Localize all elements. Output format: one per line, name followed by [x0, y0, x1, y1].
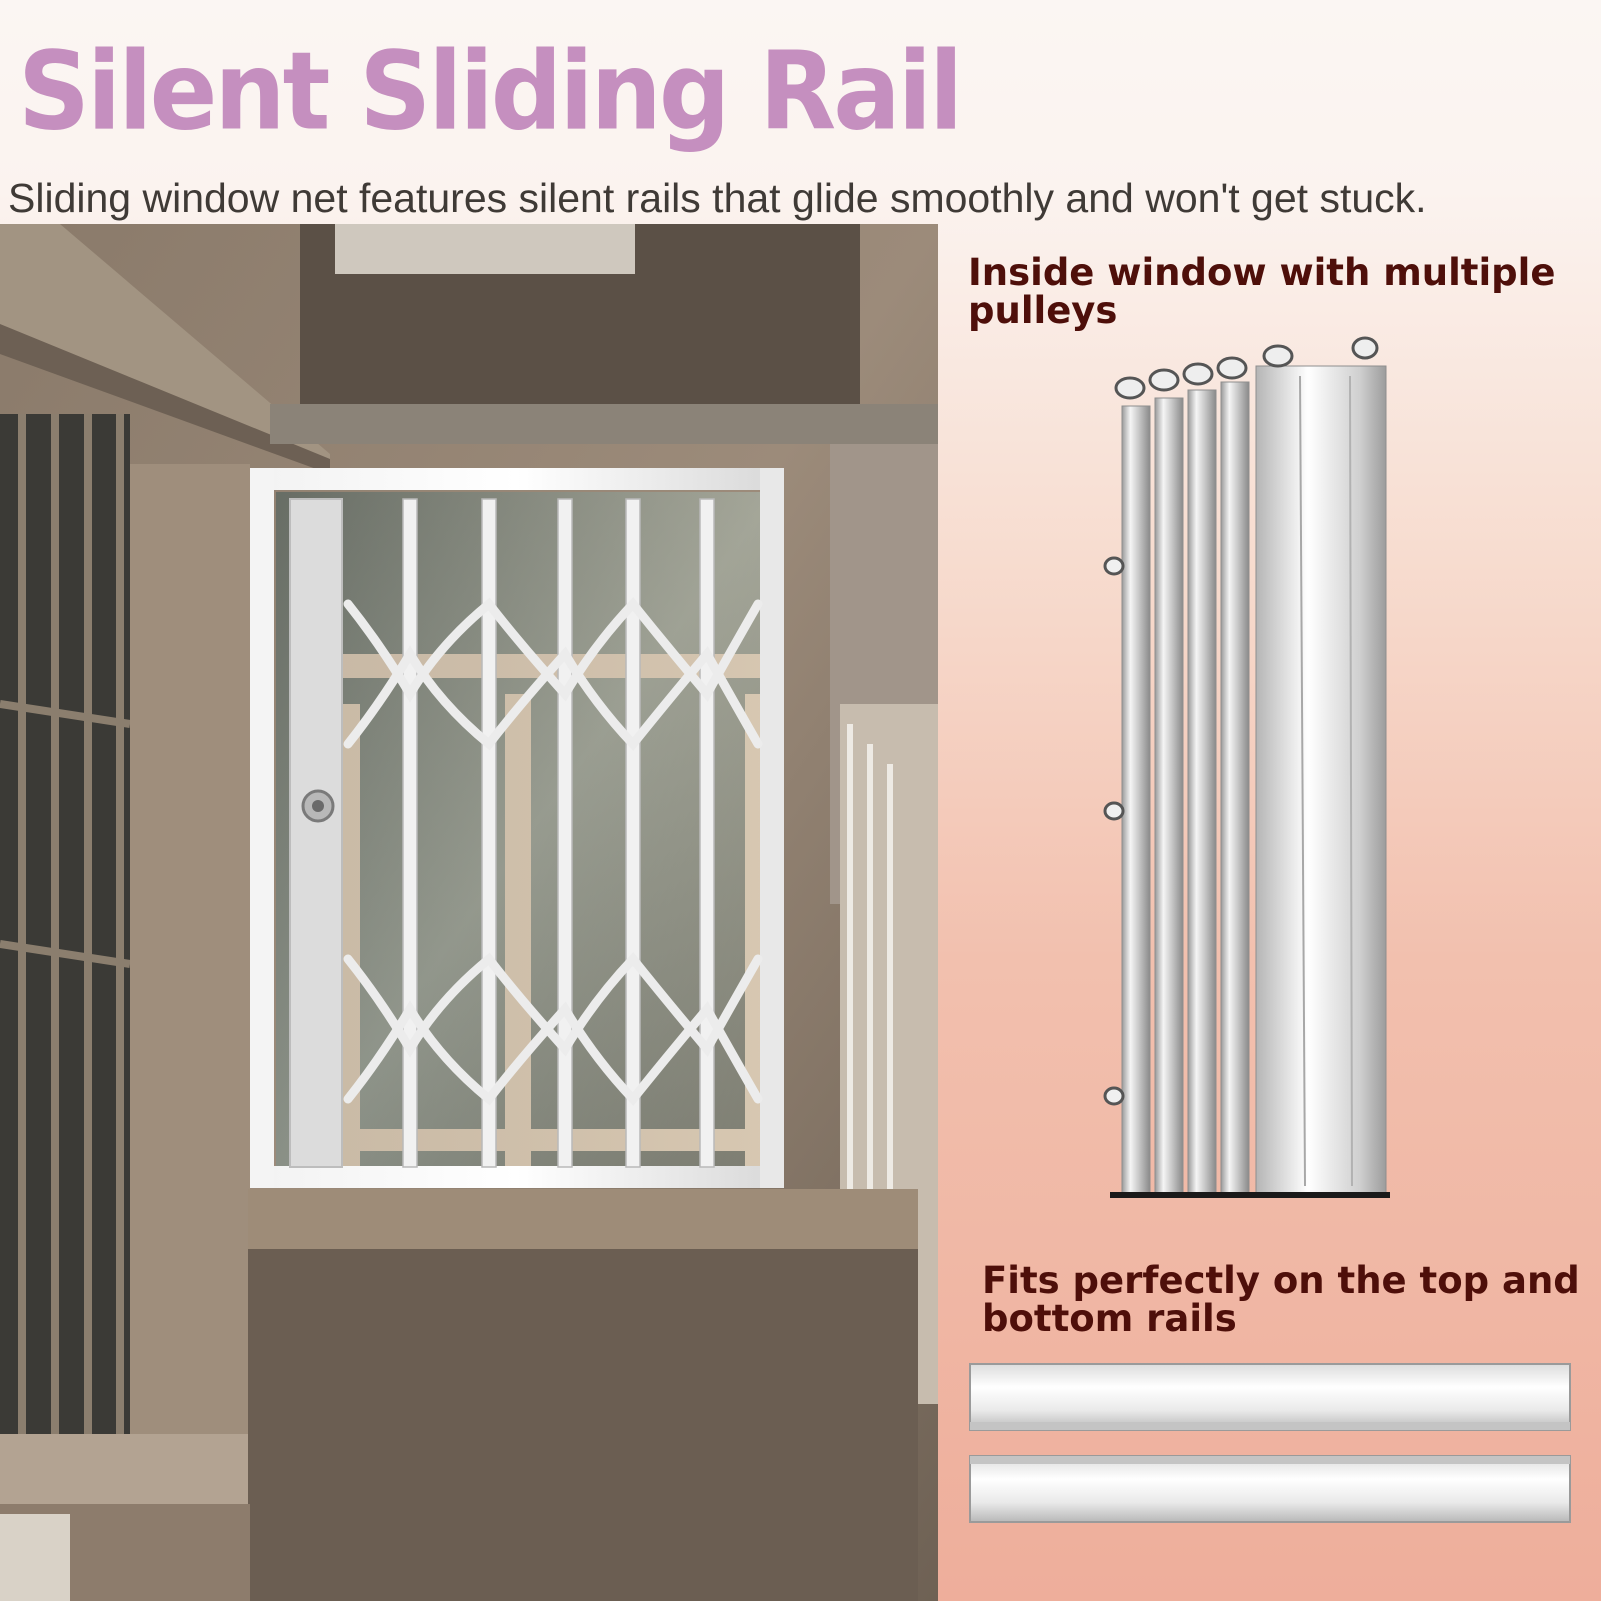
headline-subtitle: Sliding window net features silent rails…	[8, 175, 1427, 221]
keyhole-lock-icon	[301, 789, 335, 823]
pulleys-caption: Inside window with multiple pulleys	[968, 251, 1556, 333]
top-bottom-rails-image	[969, 1363, 1571, 1523]
headline-title: Silent Sliding Rail	[18, 28, 963, 155]
product-photo	[0, 224, 938, 1601]
rails-caption: Fits perfectly on the top and bottom rai…	[982, 1259, 1580, 1341]
pulley-rails-image	[1103, 336, 1390, 1198]
